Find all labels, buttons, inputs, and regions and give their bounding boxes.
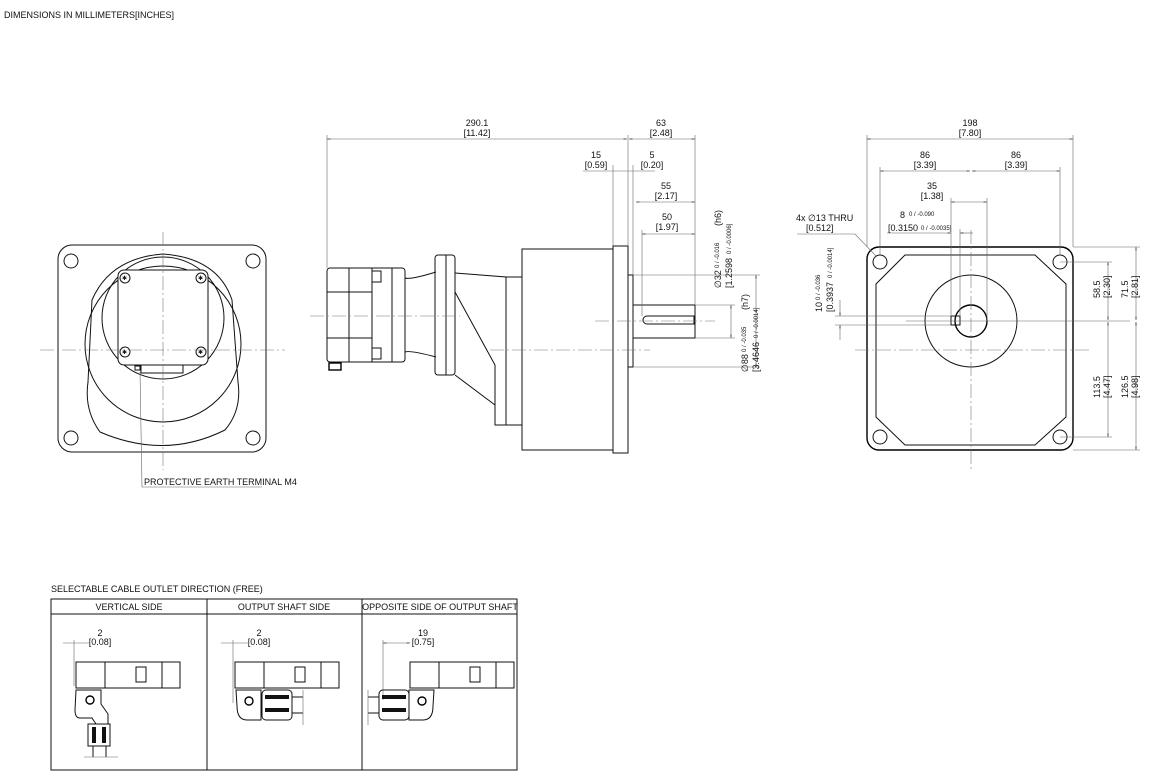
key-offset-tol-in: 0 / -0.0014]: [828, 247, 834, 278]
offset-mm: 19: [418, 628, 428, 638]
dim-overall-length: 290.1: [466, 118, 489, 128]
earth-terminal-callout: PROTECTIVE EARTH TERMINAL M4: [144, 477, 297, 487]
dim-key-offset: 10 0 / -0.036 [0.3937 0 / -0.0014]: [814, 247, 835, 312]
svg-text:✱: ✱: [122, 349, 127, 356]
dim-mm: 126.5: [1120, 375, 1130, 398]
dim-flange-thickness: 15: [591, 150, 601, 160]
svg-text:✱: ✱: [198, 275, 203, 282]
screw-icon: ✱: [195, 272, 207, 284]
column-header-vertical-side: VERTICAL SIDE: [95, 602, 162, 612]
dim-overall-length-in: [11.42]: [464, 128, 491, 138]
dim-mm: 71.5: [1120, 280, 1130, 298]
mount-hole: [63, 253, 79, 269]
key-offset-tol: 0 / -0.036: [816, 274, 822, 300]
dim-pitch-right: 86: [1011, 150, 1021, 160]
offset-mm: 2: [256, 628, 261, 638]
table-title: SELECTABLE CABLE OUTLET DIRECTION (FREE): [51, 584, 263, 594]
key-offset-mm: 10: [814, 302, 824, 312]
screw-icon: ✱: [119, 272, 131, 284]
key-width-tol: 0 / -0.090: [909, 212, 935, 218]
dim-pilot-depth: 5: [649, 150, 654, 160]
front-view: 198 [7.80] 86 [3.39] 86 [3.39] 35 [1.38]…: [796, 118, 1140, 470]
mount-hole: [872, 254, 888, 270]
pilot-dia-fit: (h7): [740, 294, 750, 310]
mount-hole: [245, 430, 261, 446]
screw-icon: ✱: [195, 346, 207, 358]
dim-mm: 113.5: [1092, 376, 1102, 398]
dim-shaft-length-in: [2.17]: [655, 191, 678, 201]
dim-in: [4.47]: [1102, 375, 1112, 398]
dim-bottom-to-shaft: 126.5[4.98]: [1120, 375, 1140, 398]
holes-callout: 4x ∅13 THRU: [796, 213, 853, 223]
shaft-dia-tol: 0 / -0.016: [715, 242, 721, 268]
key-width-mm: 8: [900, 210, 905, 220]
shaft-dia-tol-in: 0 / -0.0006]: [727, 223, 733, 254]
pilot-dia-tol: 0 / -0.035: [742, 326, 748, 352]
cable-option-vertical: 2 [0.08]: [63, 628, 181, 758]
dim-key-height-in: [1.38]: [921, 191, 944, 201]
dim-pilot-depth-in: [0.20]: [641, 160, 664, 170]
key-width-in: [0.3150: [888, 223, 918, 233]
column-header-output-shaft-side: OUTPUT SHAFT SIDE: [238, 602, 330, 612]
dim-shaft-diameter: ∅32 0 / -0.016 (h6) [1.2598 0 / -0.0006]: [713, 210, 734, 288]
offset-mm: 2: [97, 628, 102, 638]
dim-flange-thickness-in: [0.59]: [585, 160, 608, 170]
svg-text:✱: ✱: [122, 275, 127, 282]
shaft-dia-mm: ∅32: [713, 270, 723, 288]
dim-lower-hole-to-shaft: 113.5[4.47]: [1092, 375, 1112, 398]
dim-pitch-left-in: [3.39]: [914, 160, 937, 170]
dim-output-length-in: [2.48]: [650, 128, 673, 138]
dim-width-in: [7.80]: [959, 128, 982, 138]
dim-in: [2.81]: [1130, 275, 1140, 298]
dim-key-height: 35: [927, 181, 937, 191]
key-offset-in: [0.3937: [825, 282, 835, 312]
mount-hole: [245, 253, 261, 269]
key-width-tol-in: 0 / -0.0035]: [921, 226, 952, 232]
shaft-dia-fit: (h6): [713, 210, 723, 226]
svg-text:✱: ✱: [198, 349, 203, 356]
screw-icon: ✱: [119, 346, 131, 358]
dim-in: [2.30]: [1102, 275, 1112, 298]
side-view: 290.1 [11.42] 63 [2.48] 15 [0.59] 5 [0.2…: [310, 118, 761, 454]
offset-in: [0.08]: [248, 637, 271, 647]
cable-option-opposite-side: 19 [0.75]: [367, 628, 515, 725]
pilot-dia-in: [3.4646: [751, 342, 761, 372]
shaft-dia-in: [1.2598: [724, 258, 734, 288]
dim-upper-hole-to-shaft: 58.5[2.30]: [1092, 275, 1112, 298]
dim-pitch-right-in: [3.39]: [1005, 160, 1028, 170]
dim-key-width: 8 0 / -0.090 [0.3150 0 / -0.0035]: [888, 210, 952, 233]
offset-in: [0.08]: [89, 637, 112, 647]
holes-callout-in: [0.512]: [806, 223, 834, 233]
dim-mm: 58.5: [1092, 280, 1102, 298]
dim-pitch-left: 86: [920, 150, 930, 160]
rear-view: ✱ ✱ ✱ ✱ PROTECTIVE EARTH TERMINAL M4: [40, 232, 297, 488]
cable-outlet-table: SELECTABLE CABLE OUTLET DIRECTION (FREE)…: [50, 584, 518, 771]
column-header-opposite-side: OPPOSITE SIDE OF OUTPUT SHAFT: [362, 602, 518, 612]
drawing-title: DIMENSIONS IN MILLIMETERS[INCHES]: [4, 10, 174, 20]
pilot-dia-tol-in: 0 / -0.0014]: [754, 307, 760, 338]
dim-pilot-diameter: ∅88 0 / -0.035 (h7) [3.4646 0 / -0.0014]: [740, 294, 761, 372]
pilot-dia-mm: ∅88: [740, 354, 750, 372]
offset-in: [0.75]: [412, 637, 435, 647]
mount-hole: [872, 429, 888, 445]
dim-output-length: 63: [656, 118, 666, 128]
dim-shaft-length: 55: [661, 181, 671, 191]
dim-in: [4.98]: [1130, 375, 1140, 398]
dim-top-to-shaft: 71.5[2.81]: [1120, 275, 1140, 298]
cable-option-output-shaft: 2 [0.08]: [221, 628, 340, 725]
dim-key-length: 50: [662, 212, 672, 222]
dim-key-length-in: [1.97]: [656, 222, 679, 232]
dim-width: 198: [962, 118, 977, 128]
mount-hole: [63, 430, 79, 446]
